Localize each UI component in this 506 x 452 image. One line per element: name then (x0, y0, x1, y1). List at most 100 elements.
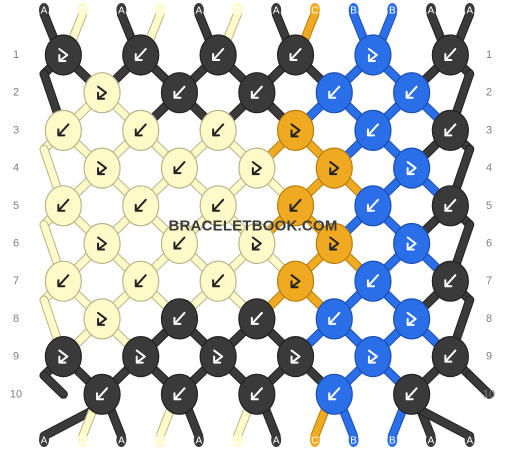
bottom-string-label-5: A (195, 436, 202, 447)
backward-knot-arrow-icon (173, 161, 186, 175)
backward-knot-arrow-icon (57, 123, 70, 137)
bottom-string-cap-10 (387, 433, 398, 447)
backward-knot-arrow-icon (250, 85, 263, 99)
bottom-string-label-11: A (428, 436, 435, 447)
backward-knot-arrow-icon (173, 387, 186, 401)
knot-r1-k4 (276, 34, 315, 76)
forward-backward-knot-arrow-icon (290, 123, 301, 138)
knot-r5-k3 (199, 185, 237, 227)
knot-r7-k3 (199, 260, 237, 302)
knot-r10-k3 (238, 373, 276, 415)
knot-r2-k1 (83, 72, 121, 114)
backward-knot-arrow-icon (444, 48, 457, 61)
row-label-left-10: 10 (10, 388, 22, 400)
knot-shape (44, 34, 82, 76)
row-label-right-8: 8 (486, 313, 492, 325)
edge-left-return-r9 (40, 371, 67, 398)
top-string-label-1: A (41, 6, 48, 17)
knot-r10-k1 (83, 373, 121, 415)
knot-shape (199, 336, 237, 378)
knot-shape (44, 336, 82, 378)
knot-r1-k6 (431, 34, 469, 76)
bottom-string-cap-6 (232, 433, 243, 447)
top-string-cap-7 (271, 3, 282, 17)
backward-knot-arrow-icon (173, 311, 186, 325)
knot-r3-k1 (44, 109, 82, 151)
bottom-string-label-8: C (311, 436, 318, 447)
row-label-right-3: 3 (486, 124, 492, 136)
bottom-string-label-1: A (41, 436, 48, 447)
row-label-left-6: 6 (13, 238, 19, 250)
top-string-cap-2 (77, 3, 88, 17)
top-string-cap-11 (426, 3, 436, 17)
backward-knot-arrow-icon (366, 123, 379, 137)
top-string-label-6: D (234, 6, 241, 17)
forward-backward-knot-arrow-icon (97, 161, 108, 176)
forward-backward-knot-arrow-icon (290, 349, 301, 364)
bottom-string-cap-8 (309, 433, 320, 447)
knot-r3-k2 (122, 109, 160, 151)
top-string-cap-3 (116, 3, 127, 17)
row-label-right-5: 5 (486, 200, 492, 212)
knot-r7-k4 (276, 260, 315, 302)
knot-r5-k4 (276, 185, 315, 227)
knot-r9-k3 (199, 336, 237, 378)
knot-r10-k4 (315, 373, 353, 415)
top-string-label-8: C (311, 6, 318, 17)
top-string-label-9: B (350, 6, 357, 17)
forward-backward-knot-arrow-icon (213, 349, 224, 364)
knot-r5-k2 (122, 185, 160, 227)
backward-knot-arrow-icon (444, 198, 457, 212)
bottom-string-label-10: B (389, 436, 396, 447)
top-string-cap-10 (387, 3, 398, 17)
bottom-string-cap-5 (193, 433, 204, 447)
row-label-left-4: 4 (13, 162, 19, 174)
knot-shape (354, 34, 392, 76)
knot-shape (315, 222, 353, 265)
forward-backward-knot-arrow-icon (329, 161, 340, 176)
knot-r7-k6 (431, 260, 469, 302)
bottom-string-label-7: A (273, 436, 280, 447)
forward-backward-knot-arrow-icon (58, 48, 69, 62)
backward-knot-arrow-icon (444, 349, 457, 363)
top-string-cap-8 (309, 3, 320, 17)
knot-r5-k6 (431, 185, 469, 227)
knot-shape (238, 147, 276, 189)
backward-knot-arrow-icon (444, 123, 457, 137)
forward-backward-knot-arrow-icon (406, 236, 417, 251)
backward-knot-arrow-icon (212, 48, 225, 61)
forward-backward-knot-arrow-icon (97, 236, 108, 251)
knot-r9-k6 (431, 336, 469, 378)
backward-knot-arrow-icon (212, 274, 225, 288)
knot-r6-k4 (315, 222, 353, 265)
knot-r9-k4 (276, 336, 315, 378)
backward-knot-arrow-icon (405, 85, 418, 99)
backward-knot-arrow-icon (173, 85, 186, 99)
top-string-label-10: B (389, 6, 396, 17)
knot-r8-k4 (315, 298, 353, 340)
knot-layer (44, 34, 469, 415)
backward-knot-arrow-icon (134, 123, 147, 137)
knot-r2-k2 (160, 72, 199, 114)
backward-knot-arrow-icon (405, 387, 418, 401)
backward-knot-arrow-icon (366, 198, 379, 212)
forward-backward-knot-arrow-icon (329, 236, 340, 251)
top-string-cap-4 (155, 3, 166, 17)
knot-r1-k3 (199, 34, 237, 76)
row-label-right-1: 1 (486, 49, 492, 61)
knot-r3-k4 (276, 109, 315, 151)
knot-shape (83, 298, 121, 340)
knot-r2-k4 (315, 72, 353, 114)
backward-knot-arrow-icon (134, 198, 147, 212)
knot-r8-k2 (160, 298, 199, 340)
bottom-string-label-9: B (350, 436, 357, 447)
knot-shape (393, 222, 431, 265)
backward-knot-arrow-icon (57, 274, 70, 288)
knot-r6-k5 (393, 222, 431, 265)
knot-r4-k3 (238, 147, 276, 189)
knot-shape (393, 298, 431, 340)
top-string-cap-6 (232, 3, 243, 17)
top-string-label-2: D (79, 6, 86, 17)
